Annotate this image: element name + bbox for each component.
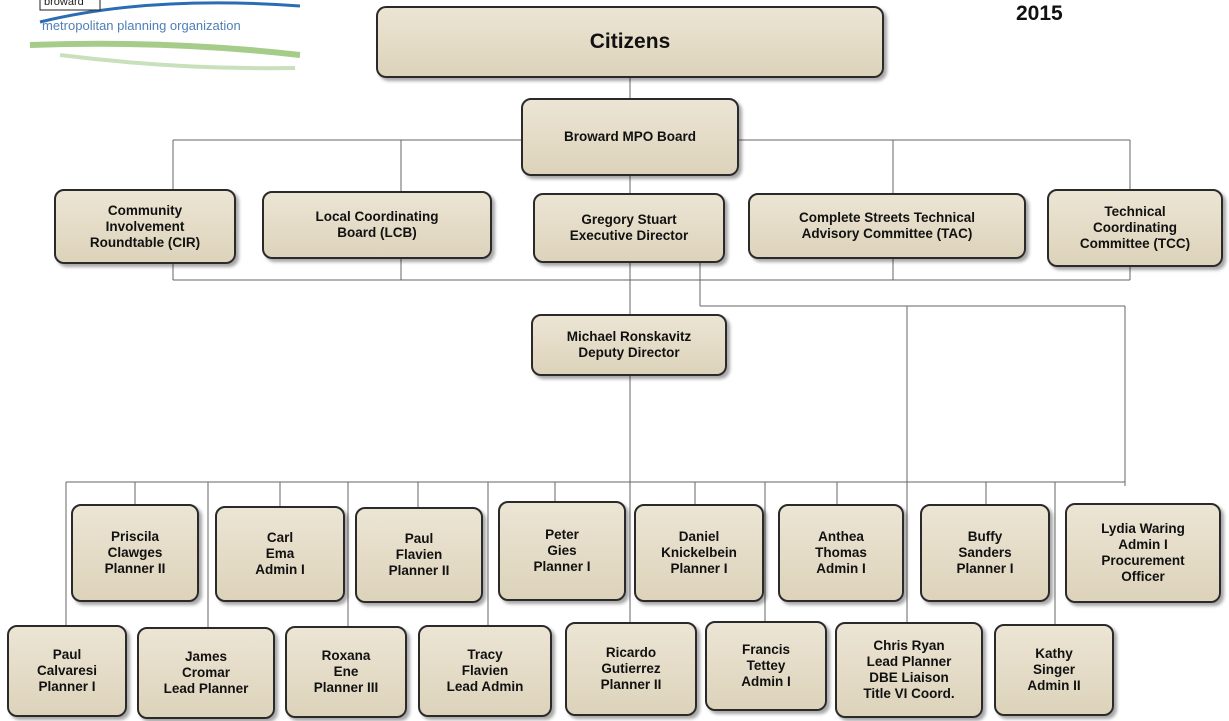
staff-label: Kathy Singer Admin II (1027, 646, 1081, 693)
logo-swoosh-icon (29, 0, 301, 71)
staff-box: Daniel Knickelbein Planner I (634, 504, 764, 602)
chart-year: 2015 (1016, 2, 1063, 25)
staff-box: Peter Gies Planner I (498, 501, 626, 601)
board-box: Broward MPO Board (521, 98, 739, 176)
staff-box: Francis Tettey Admin I (705, 621, 827, 711)
tac-box: Complete Streets Technical Advisory Comm… (748, 193, 1026, 259)
staff-label: Lydia Waring Admin I Procurement Officer (1101, 521, 1185, 584)
logo-tagline: metropolitan planning organization (42, 18, 241, 33)
lcb-box: Local Coordinating Board (LCB) (262, 191, 492, 259)
mpo-logo: broward metropolitan planning organizati… (0, 0, 310, 88)
tcc-label: Technical Coordinating Committee (TCC) (1079, 204, 1191, 251)
staff-box: Kathy Singer Admin II (994, 624, 1114, 716)
citizens-box: Citizens (376, 6, 884, 78)
tac-label: Complete Streets Technical Advisory Comm… (798, 210, 976, 241)
staff-box: James Cromar Lead Planner (137, 627, 275, 719)
staff-label: Francis Tettey Admin I (741, 642, 791, 689)
board-label: Broward MPO Board (563, 129, 696, 144)
lcb-label: Local Coordinating Board (LCB) (315, 209, 439, 240)
staff-label: Paul Flavien Planner II (388, 531, 450, 578)
staff-label: Paul Calvaresi Planner I (36, 647, 98, 694)
staff-label: Daniel Knickelbein Planner I (661, 529, 737, 576)
staff-label: Priscila Clawges Planner II (104, 529, 166, 576)
cir-box: Community Involvement Roundtable (CIR) (54, 189, 236, 264)
staff-box: Priscila Clawges Planner II (71, 504, 199, 602)
staff-label: Roxana Ene Planner III (313, 648, 379, 695)
staff-label: Tracy Flavien Lead Admin (446, 647, 524, 694)
staff-box: Carl Ema Admin I (215, 506, 345, 602)
executive-director-label: Gregory Stuart Executive Director (569, 212, 689, 243)
staff-box: Buffy Sanders Planner I (920, 504, 1050, 602)
staff-box: Anthea Thomas Admin I (778, 504, 904, 602)
staff-box: Paul Calvaresi Planner I (7, 625, 127, 717)
logo-word: broward (44, 0, 84, 8)
cir-label: Community Involvement Roundtable (CIR) (89, 202, 201, 250)
staff-label: James Cromar Lead Planner (163, 649, 249, 696)
staff-box: Tracy Flavien Lead Admin (418, 625, 552, 717)
staff-label: Carl Ema Admin I (255, 530, 305, 577)
staff-label: Anthea Thomas Admin I (815, 529, 867, 576)
deputy-director-box: Michael Ronskavitz Deputy Director (531, 314, 727, 376)
staff-label: Chris Ryan Lead Planner DBE Liaison Titl… (863, 638, 955, 701)
staff-box: Ricardo Gutierrez Planner II (565, 622, 697, 716)
tcc-box: Technical Coordinating Committee (TCC) (1047, 189, 1223, 267)
staff-label: Buffy Sanders Planner I (956, 529, 1014, 576)
staff-box: Lydia Waring Admin I Procurement Officer (1065, 503, 1221, 603)
deputy-director-label: Michael Ronskavitz Deputy Director (566, 329, 692, 360)
citizens-label: Citizens (589, 30, 671, 53)
staff-box: Paul Flavien Planner II (355, 507, 483, 603)
staff-box: Chris Ryan Lead Planner DBE Liaison Titl… (835, 622, 983, 718)
staff-box: Roxana Ene Planner III (285, 626, 407, 718)
staff-label: Ricardo Gutierrez Planner II (600, 645, 662, 692)
executive-director-box: Gregory Stuart Executive Director (533, 193, 725, 263)
staff-label: Peter Gies Planner I (533, 527, 591, 574)
